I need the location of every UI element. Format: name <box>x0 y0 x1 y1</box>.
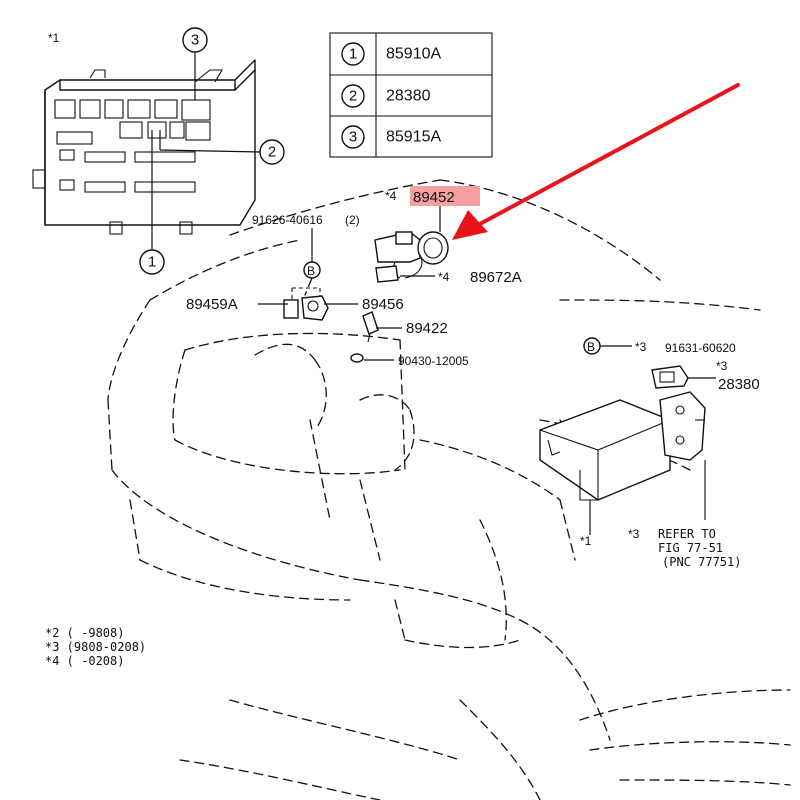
refer-line-1: REFER TO <box>658 527 716 541</box>
relay-right-note: *3 <box>716 359 728 373</box>
relay-box: *1 <box>32 31 256 235</box>
clip-number: 90430-12005 <box>398 354 469 368</box>
footnote-2: *3 (9808-0208) <box>45 640 146 654</box>
legend-table: 1 85910A 2 28380 3 85915A <box>329 32 493 158</box>
legend-row-1-circle <box>341 42 365 66</box>
relay-box-marker: *1 <box>48 31 60 45</box>
callout-2-circle <box>259 139 285 165</box>
refer-note[interactable]: *3 REFER TO FIG 77-51 (PNC 77751) <box>628 527 741 569</box>
bolt-left-marker: B <box>307 264 315 278</box>
refer-note-marker: *3 <box>628 527 640 541</box>
legend-row-3-num: 3 <box>349 129 357 146</box>
refer-line-2: FIG 77-51 <box>658 541 723 555</box>
legend-row-2-num: 2 <box>349 88 357 105</box>
relay-right-number: 28380 <box>718 376 760 393</box>
ecu-marker: *1 <box>580 534 592 548</box>
red-arrow-icon <box>452 83 740 240</box>
ecu-assembly: *1 <box>539 391 706 548</box>
relay-box-callouts: 3 2 1 <box>139 27 285 275</box>
callout-2-number: 2 <box>268 144 276 161</box>
highlight-box <box>410 186 480 206</box>
connector-note: *4 <box>438 270 450 284</box>
callout-1-circle <box>139 249 165 275</box>
sensor-89459a-label[interactable]: 89459A <box>186 296 288 313</box>
legend-row-1-num: 1 <box>349 46 357 63</box>
callout-3-number: 3 <box>191 32 199 49</box>
sensor-89422-label[interactable]: 89422 <box>376 320 448 337</box>
legend-row-3-circle <box>341 125 365 149</box>
relay-28380-right[interactable]: *3 28380 <box>651 359 760 393</box>
footnote-1: *2 ( -9808) <box>45 626 124 640</box>
connector-number: 89672A <box>470 269 522 286</box>
legend-row-1-part: 85910A <box>386 46 441 63</box>
highlighted-part-number: 89452 <box>413 189 455 206</box>
bolt-left[interactable]: 91626-40616 (2) B <box>252 213 360 296</box>
sensor-89456-number: 89456 <box>362 296 404 313</box>
bolt-left-qty: (2) <box>345 213 360 227</box>
sensor-89422-number: 89422 <box>406 320 448 337</box>
connector-89672a-label[interactable]: *4 89672A <box>400 269 522 286</box>
bolt-left-number: 91626-40616 <box>252 213 323 227</box>
height-sensor-assembly <box>374 231 449 283</box>
callout-1-number: 1 <box>148 254 156 271</box>
highlighted-part-note: *4 <box>385 189 397 203</box>
highlighted-part-label[interactable]: *4 89452 <box>385 186 480 206</box>
refer-line-3: (PNC 77751) <box>662 555 741 569</box>
legend-row-2-part: 28380 <box>386 88 431 105</box>
sensor-89456-label[interactable]: 89456 <box>324 296 404 313</box>
bolt-right-marker: B <box>587 340 595 354</box>
sensor-89459a-number: 89459A <box>186 296 238 313</box>
callout-3-circle <box>182 27 208 53</box>
footnotes: *2 ( -9808) *3 (9808-0208) *4 ( -0208) <box>45 626 146 668</box>
legend-row-2-circle <box>341 84 365 108</box>
bolt-right[interactable]: B *3 91631-60620 <box>583 337 736 355</box>
legend-row-3-part: 85915A <box>386 129 441 146</box>
bolt-right-number: 91631-60620 <box>665 341 736 355</box>
footnote-3: *4 ( -0208) <box>45 654 124 668</box>
bolt-right-note: *3 <box>635 340 647 354</box>
clip-label[interactable]: 90430-12005 <box>364 354 469 368</box>
